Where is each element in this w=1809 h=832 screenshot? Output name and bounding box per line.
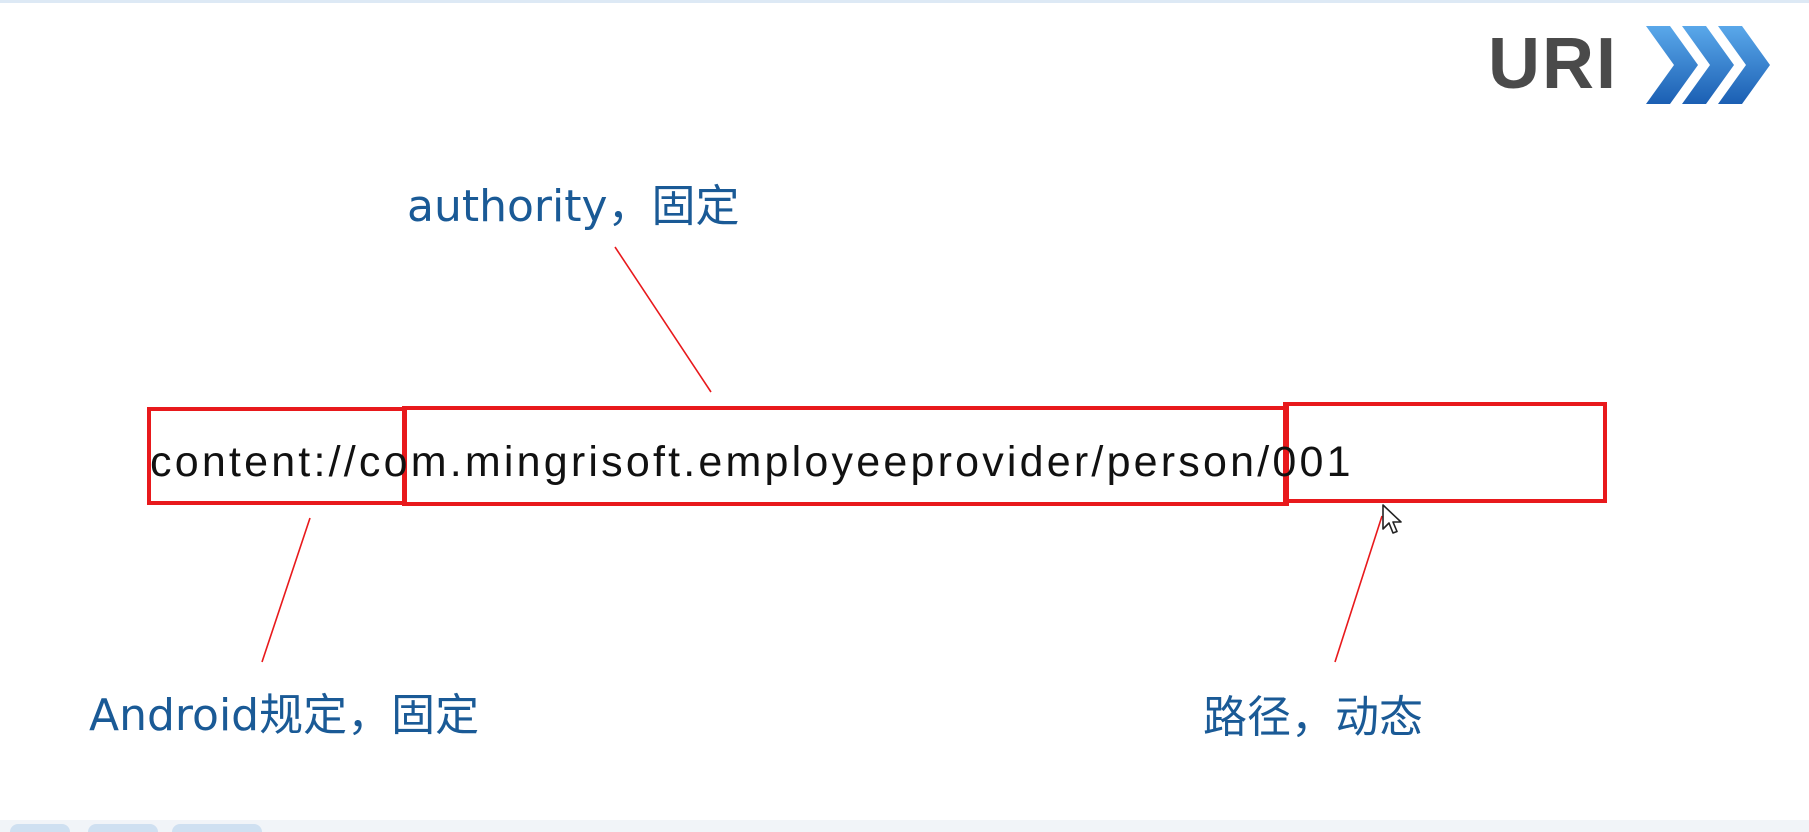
uri-path: person/001 xyxy=(1106,438,1354,486)
path-connector xyxy=(1334,515,1383,663)
authority-connector xyxy=(614,246,712,393)
uri-logo: URI xyxy=(1488,24,1770,104)
authority-box xyxy=(402,406,1289,506)
bottom-tab xyxy=(88,824,158,832)
uri-text: content://com.mingrisoft.employeeprovide… xyxy=(150,438,1354,486)
top-border xyxy=(0,0,1809,3)
uri-scheme: content:// xyxy=(150,438,359,486)
bottom-tab xyxy=(10,824,70,832)
scheme-label: Android规定，固定 xyxy=(89,690,480,741)
logo-text: URI xyxy=(1488,24,1618,104)
mouse-pointer-icon xyxy=(1382,504,1402,534)
chevron-arrows-icon xyxy=(1646,26,1770,104)
path-box xyxy=(1283,402,1607,503)
bottom-tab xyxy=(172,824,262,832)
scheme-connector xyxy=(261,517,311,663)
bottom-border xyxy=(0,820,1809,832)
uri-authority: com.mingrisoft.employeeprovider/ xyxy=(358,438,1107,486)
authority-label: authority，固定 xyxy=(407,181,740,232)
path-label: 路径，动态 xyxy=(1203,692,1423,743)
